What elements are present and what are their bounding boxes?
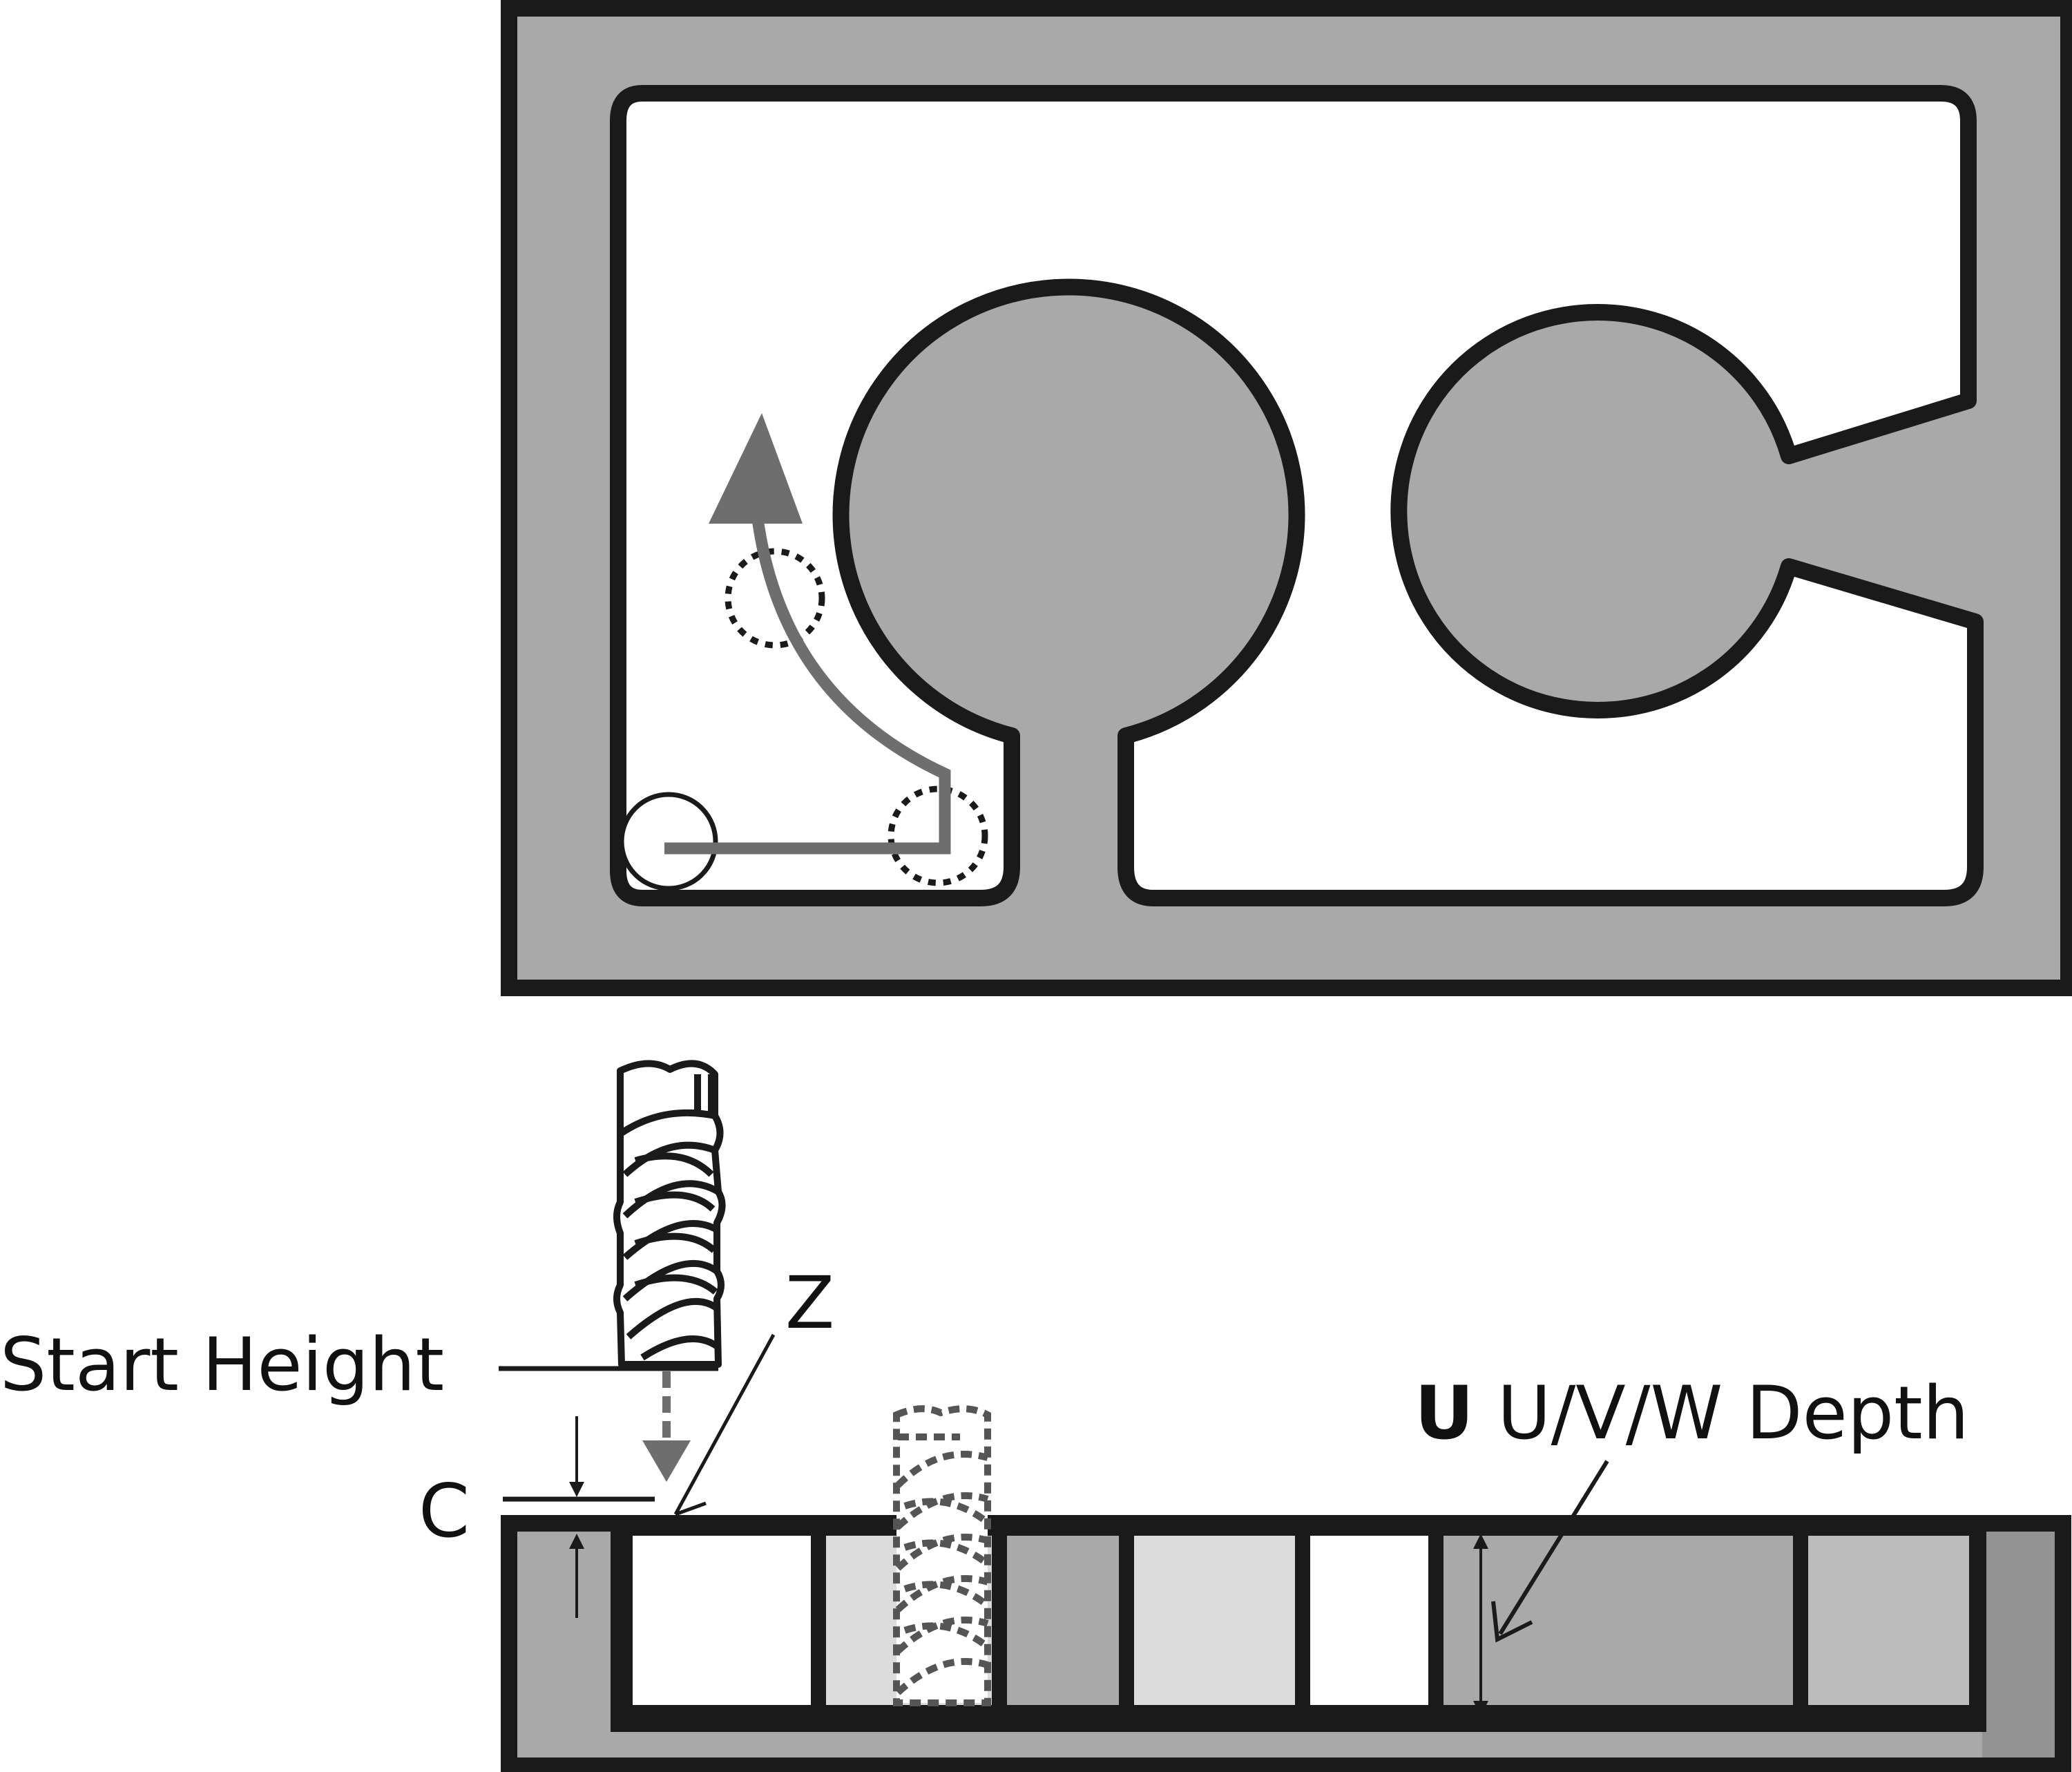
pocket-region xyxy=(610,85,1984,906)
z-leader-tick xyxy=(675,1501,707,1516)
depth-arrowhead-bottom xyxy=(1473,1701,1488,1716)
end-mill-tool-ghost xyxy=(893,1405,991,1706)
side-stock-right-edge xyxy=(1982,1532,2055,1757)
tool-arc-dotted-circle xyxy=(725,548,825,649)
uvw-depth-label: U/V/W Depth xyxy=(1497,1371,1969,1456)
z-label: Z xyxy=(785,1261,834,1345)
c-arrowhead-up xyxy=(569,1534,584,1549)
depth-arrowhead-top xyxy=(1473,1534,1488,1549)
cell-1 xyxy=(617,1521,826,1720)
tool-corner-dotted-circle xyxy=(888,785,988,886)
c-label: C xyxy=(419,1469,470,1554)
toolpath-arrowhead xyxy=(709,413,803,524)
depth-leader-line xyxy=(1498,1460,1609,1635)
cell-7 xyxy=(1793,1521,1984,1720)
cell-5 xyxy=(1295,1521,1443,1720)
depth-leader-arrowhead xyxy=(1491,1601,1533,1643)
plunge-arrowhead xyxy=(642,1440,691,1482)
top-view xyxy=(501,0,2072,996)
start-height-label: Start Height xyxy=(0,1322,444,1407)
z-leader-line xyxy=(673,1333,776,1516)
u-letter-label: U xyxy=(1414,1371,1474,1456)
toolpath-arrow xyxy=(664,483,951,855)
side-view xyxy=(499,1060,2071,1772)
pocket-frame xyxy=(611,1515,1986,1732)
end-mill-tool xyxy=(613,1060,726,1368)
cell-6 xyxy=(1428,1521,1808,1720)
c-arrowhead-down xyxy=(569,1482,584,1497)
cell-4 xyxy=(1119,1521,1310,1720)
cell-3 xyxy=(992,1521,1134,1720)
tool-start-circle xyxy=(619,792,718,891)
